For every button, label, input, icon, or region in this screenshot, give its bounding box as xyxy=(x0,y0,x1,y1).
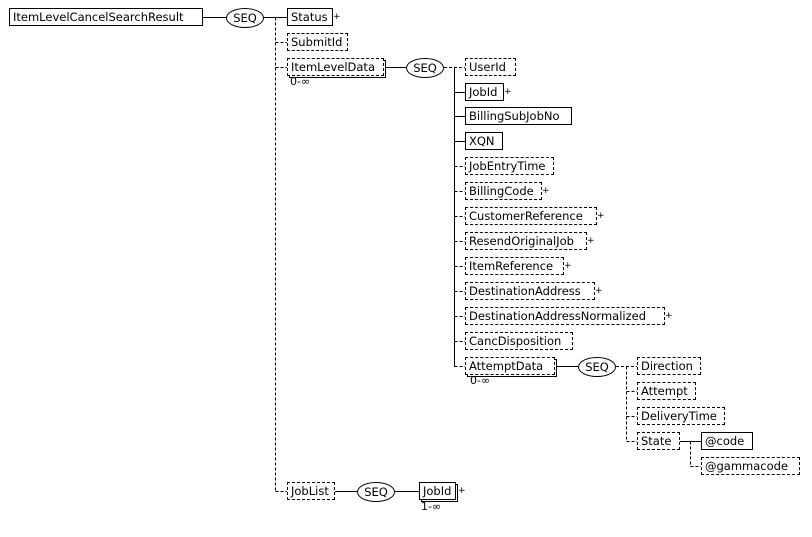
element-billingsubjobno[interactable]: BillingSubJobNo xyxy=(465,107,572,125)
element-cancdisposition[interactable]: CancDisposition xyxy=(465,332,573,350)
element-state[interactable]: State xyxy=(637,432,680,450)
customerreference-expand-marker[interactable]: + xyxy=(597,211,605,221)
element-attemptdata[interactable]: AttemptData xyxy=(465,357,555,375)
destinationaddressnormalized-expand-marker[interactable]: + xyxy=(665,311,673,321)
element-userid[interactable]: UserId xyxy=(465,58,516,76)
joblist-jobid-expand-marker[interactable]: + xyxy=(458,486,466,496)
billingcode-expand-marker[interactable]: + xyxy=(542,186,550,196)
element-resendoriginaljob[interactable]: ResendOriginalJob xyxy=(465,232,587,250)
root-element[interactable]: ItemLevelCancelSearchResult xyxy=(9,8,203,26)
element-attempt[interactable]: Attempt xyxy=(637,382,696,400)
status-expand-marker[interactable]: + xyxy=(333,12,341,22)
itemreference-expand-marker[interactable]: + xyxy=(564,261,572,271)
destinationaddress-expand-marker[interactable]: + xyxy=(595,286,603,296)
element-deliverytime[interactable]: DeliveryTime xyxy=(637,407,725,425)
element-xqn[interactable]: XQN xyxy=(465,132,503,150)
joblist-sequence-compositor: SEQ xyxy=(357,482,395,502)
element-destinationaddressnormalized[interactable]: DestinationAddressNormalized xyxy=(465,307,665,325)
element-destinationaddress[interactable]: DestinationAddress xyxy=(465,282,595,300)
jobid-expand-marker[interactable]: + xyxy=(504,87,512,97)
attemptdata-sequence-compositor: SEQ xyxy=(578,357,616,377)
joblist-jobid-occurrence: 1-∞ xyxy=(421,500,442,513)
attribute-code[interactable]: @code xyxy=(701,432,753,450)
attribute-gammacode[interactable]: @gammacode xyxy=(701,457,800,475)
element-jobentrytime[interactable]: JobEntryTime xyxy=(465,157,554,175)
resendoriginaljob-expand-marker[interactable]: + xyxy=(587,236,595,246)
itemleveldata-sequence-compositor: SEQ xyxy=(406,58,444,78)
element-status[interactable]: Status xyxy=(287,8,333,26)
element-itemreference[interactable]: ItemReference xyxy=(465,257,564,275)
element-billingcode[interactable]: BillingCode xyxy=(465,182,542,200)
element-itemleveldata[interactable]: ItemLevelData xyxy=(287,58,384,76)
element-jobid[interactable]: JobId xyxy=(465,83,504,101)
element-submitid[interactable]: SubmitId xyxy=(287,33,348,51)
element-customerreference[interactable]: CustomerReference xyxy=(465,207,597,225)
element-direction[interactable]: Direction xyxy=(637,357,701,375)
attemptdata-occurrence: 0-∞ xyxy=(470,374,491,387)
element-joblist[interactable]: JobList xyxy=(287,482,335,500)
itemleveldata-occurrence: 0-∞ xyxy=(290,75,311,88)
element-joblist-jobid[interactable]: JobId xyxy=(419,482,456,500)
root-sequence-compositor: SEQ xyxy=(226,8,264,28)
